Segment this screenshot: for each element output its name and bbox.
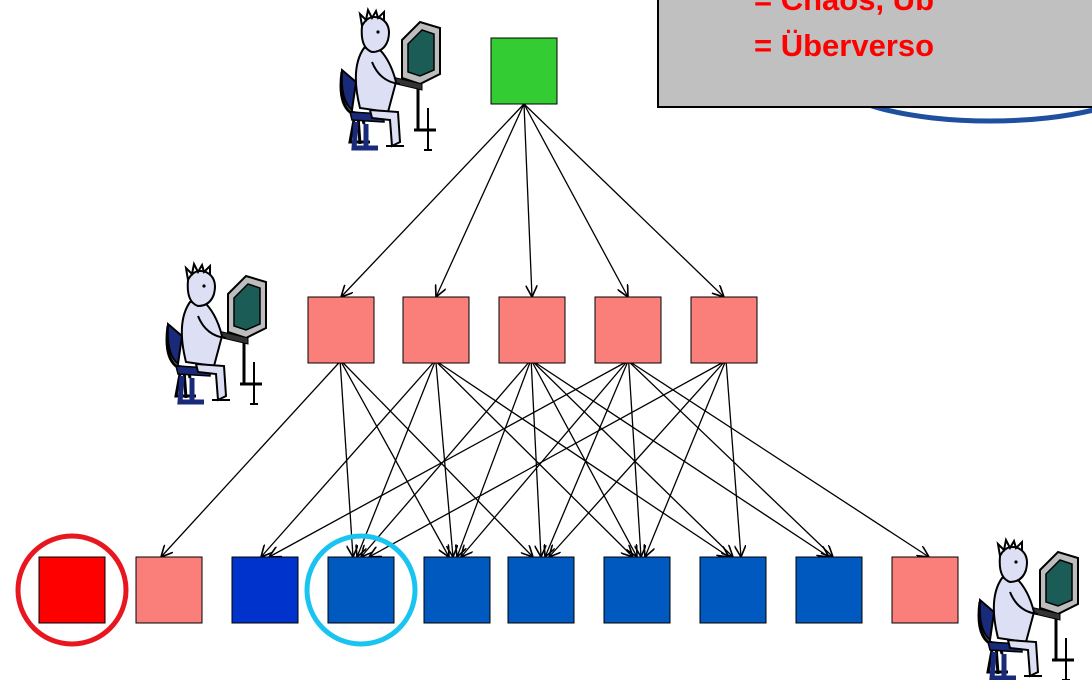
edge-arrow (725, 362, 741, 557)
person-at-computer-icon (341, 10, 440, 150)
edge-arrow (532, 362, 637, 557)
edge-arrow (437, 362, 634, 557)
edge-arrow (545, 362, 628, 557)
edge-arrow (629, 362, 833, 557)
edge-arrow (436, 103, 525, 297)
edge-arrow (533, 362, 733, 557)
edge-arrow (369, 362, 723, 557)
root-node (490, 37, 558, 105)
middle-node (594, 296, 662, 364)
middle-node (307, 296, 375, 364)
edge-arrow (438, 362, 729, 557)
callout-line-1: = Chaos, Üb (754, 0, 934, 18)
edge-arrow (628, 362, 641, 557)
callout-line-2: = Überverso (754, 28, 935, 63)
middle-node (690, 296, 758, 364)
bottom-node (38, 556, 106, 624)
edge-arrow (523, 103, 724, 297)
bottom-node (795, 556, 863, 624)
bottom-node (231, 556, 299, 624)
middle-node (402, 296, 470, 364)
edge-arrow (530, 362, 541, 557)
edge-arrow (161, 362, 340, 557)
edges-layer (161, 103, 929, 557)
edge-arrow (261, 362, 434, 557)
edge-arrow (549, 362, 724, 557)
person-at-computer-icon (979, 540, 1078, 680)
edge-arrow (523, 103, 532, 297)
bottom-node (423, 556, 491, 624)
edge-arrow (457, 362, 531, 557)
edge-arrow (342, 362, 533, 557)
edge-arrow (269, 362, 625, 557)
edge-arrow (535, 362, 829, 557)
edge-arrow (461, 362, 627, 557)
rings-layer (15, 533, 418, 647)
highlight-ring (304, 533, 418, 647)
bottom-node (327, 556, 395, 624)
bottom-node (603, 556, 671, 624)
middle-node (498, 296, 566, 364)
edge-arrow (523, 103, 628, 297)
edge-arrow (357, 362, 436, 557)
bottom-node (507, 556, 575, 624)
edge-arrow (341, 103, 525, 297)
edge-arrow (361, 362, 529, 557)
person-at-computer-icon (167, 264, 266, 404)
callout-box: = Chaos, Üb = Überverso (657, 0, 1092, 108)
edge-arrow (631, 362, 929, 557)
bottom-node (891, 556, 959, 624)
bottom-node (135, 556, 203, 624)
nodes-layer (38, 37, 959, 624)
edge-arrow (645, 362, 726, 557)
highlight-ring (15, 533, 129, 647)
bottom-node (699, 556, 767, 624)
